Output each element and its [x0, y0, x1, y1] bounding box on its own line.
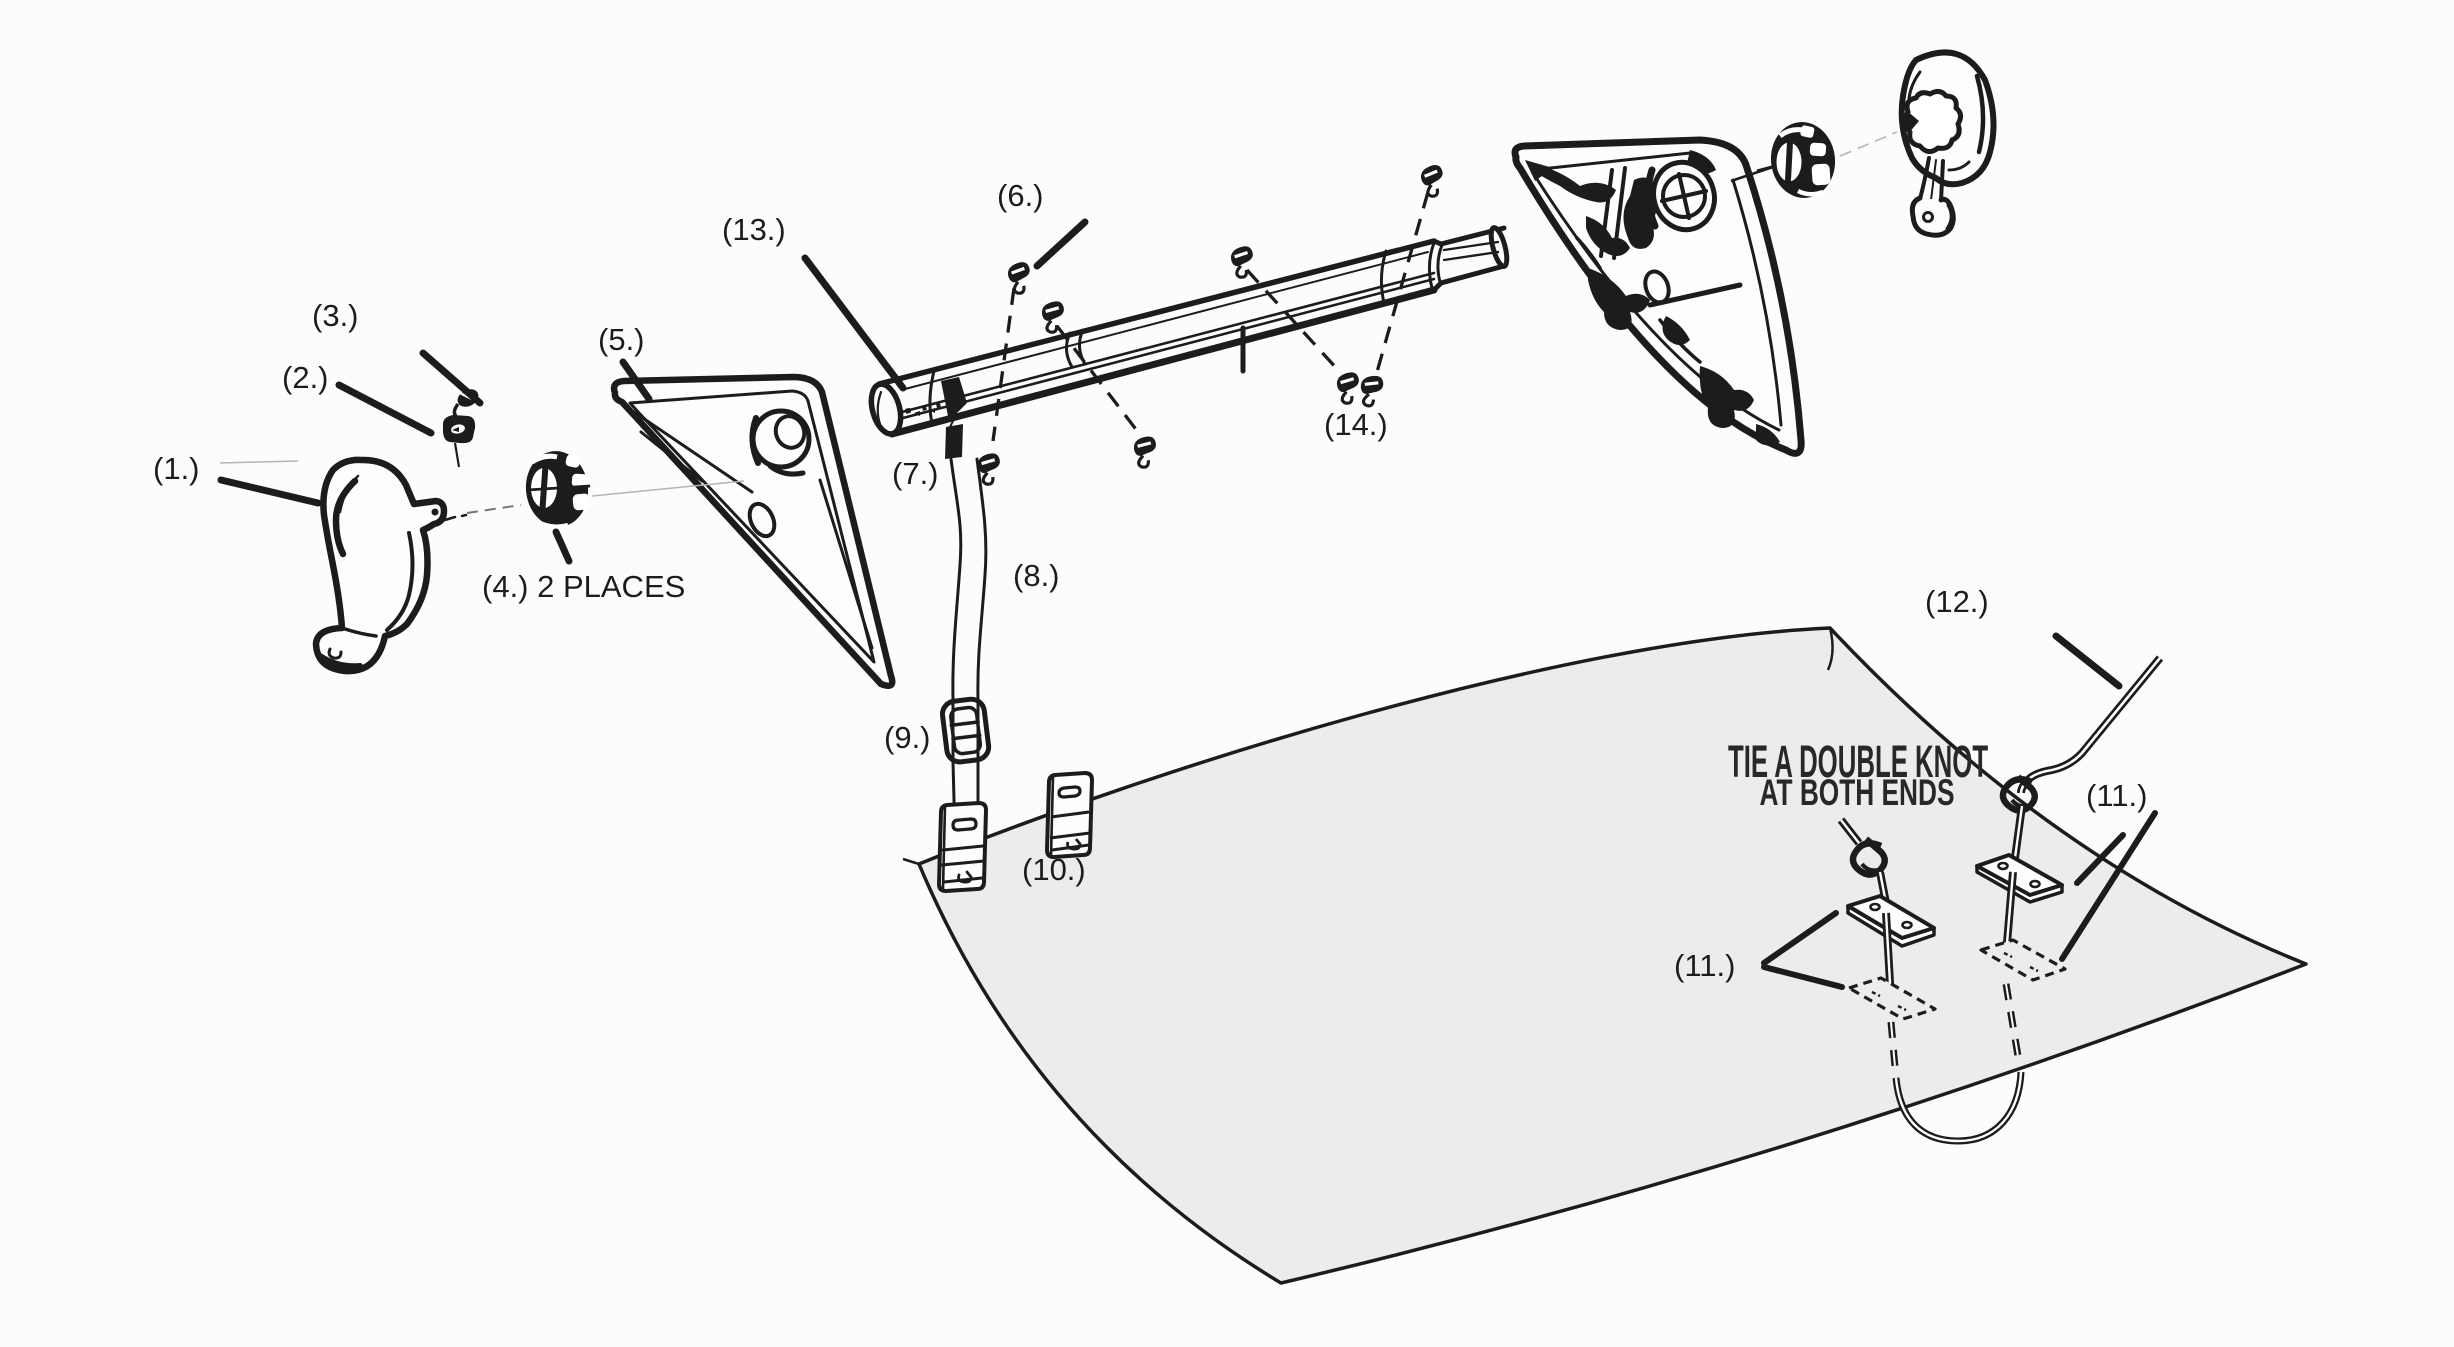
svg-text:(4.) 2 PLACES: (4.) 2 PLACES	[482, 569, 685, 604]
svg-text:(1.): (1.)	[153, 451, 200, 486]
svg-text:(11.): (11.)	[1674, 948, 1735, 983]
svg-text:(13.): (13.)	[722, 212, 786, 247]
svg-text:(6.): (6.)	[997, 178, 1044, 213]
svg-text:(8.): (8.)	[1013, 558, 1060, 593]
svg-text:(2.): (2.)	[282, 360, 329, 395]
svg-text:AT BOTH ENDS: AT BOTH ENDS	[1759, 772, 1954, 814]
svg-text:(9.): (9.)	[884, 720, 931, 755]
svg-text:(11.): (11.)	[2086, 778, 2147, 813]
svg-text:(3.): (3.)	[312, 298, 359, 333]
svg-text:(12.): (12.)	[1925, 584, 1989, 619]
svg-text:(5.): (5.)	[598, 322, 645, 357]
svg-text:(7.): (7.)	[892, 456, 939, 491]
svg-text:(14.): (14.)	[1324, 407, 1388, 442]
svg-text:(10.): (10.)	[1022, 852, 1086, 887]
svg-text:TIE A DOUBLE KNOT: TIE A DOUBLE KNOT	[1728, 737, 1988, 787]
